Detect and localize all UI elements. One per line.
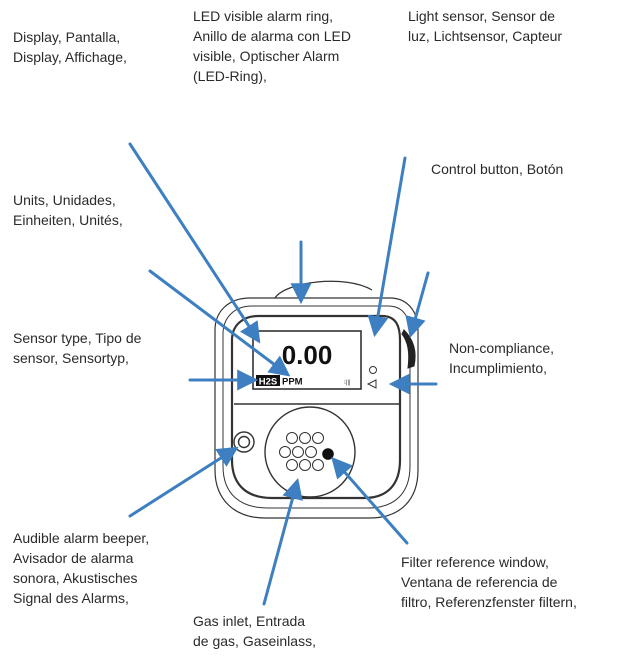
arrow-filter-window [331,456,409,545]
sensor-type-text: H2S [259,377,277,388]
label-light-sensor: Light sensor, Sensor de luz, Lichtsensor… [408,8,563,44]
label-led-ring: LED visible alarm ring, Anillo de alarma… [193,8,351,84]
label-display: Display, Pantalla, Display, Affichage, [13,29,127,65]
gas-inlet-holes [279,432,324,471]
label-sensor-type: Sensor type, Tipo de sensor, Sensortyp, [13,330,142,366]
audible-beeper-inner [237,435,251,449]
label-gas-inlet: Gas inlet, Entrada de gas, Gaseinlass, [193,613,316,649]
arrow-audible-alarm [128,446,239,518]
battery-glyph: ⁝||| [344,380,351,386]
label-audible-alarm: Audible alarm beeper, Avisador de alarma… [13,530,150,606]
filter-reference-window [322,448,334,460]
label-control-button: Control button, Botón [431,161,564,177]
units-text: PPM [282,377,303,388]
arrow-gas-inlet [262,477,303,606]
callout-arrows [128,142,438,606]
arrow-units [148,269,291,377]
audible-beeper-outer [233,431,255,453]
clip-top [274,280,373,299]
detector-device [214,280,419,519]
label-filter-window: Filter reference window, Ventana de refe… [401,554,577,610]
display-reading: 0.00 [282,340,333,370]
control-button-shape [401,329,416,369]
label-units: Units, Unidades, Einheiten, Unités, [13,192,123,228]
arrow-control-button [405,271,430,339]
arrow-light-sensor [367,156,407,338]
light-sensor [369,366,377,374]
sensor-type-badge [256,375,280,386]
label-non-compliance: Non-compliance, Incumplimiento, [449,340,555,376]
non-compliance-icon [366,379,377,389]
gas-inlet-disc [264,406,356,498]
arrow-display [128,142,261,344]
